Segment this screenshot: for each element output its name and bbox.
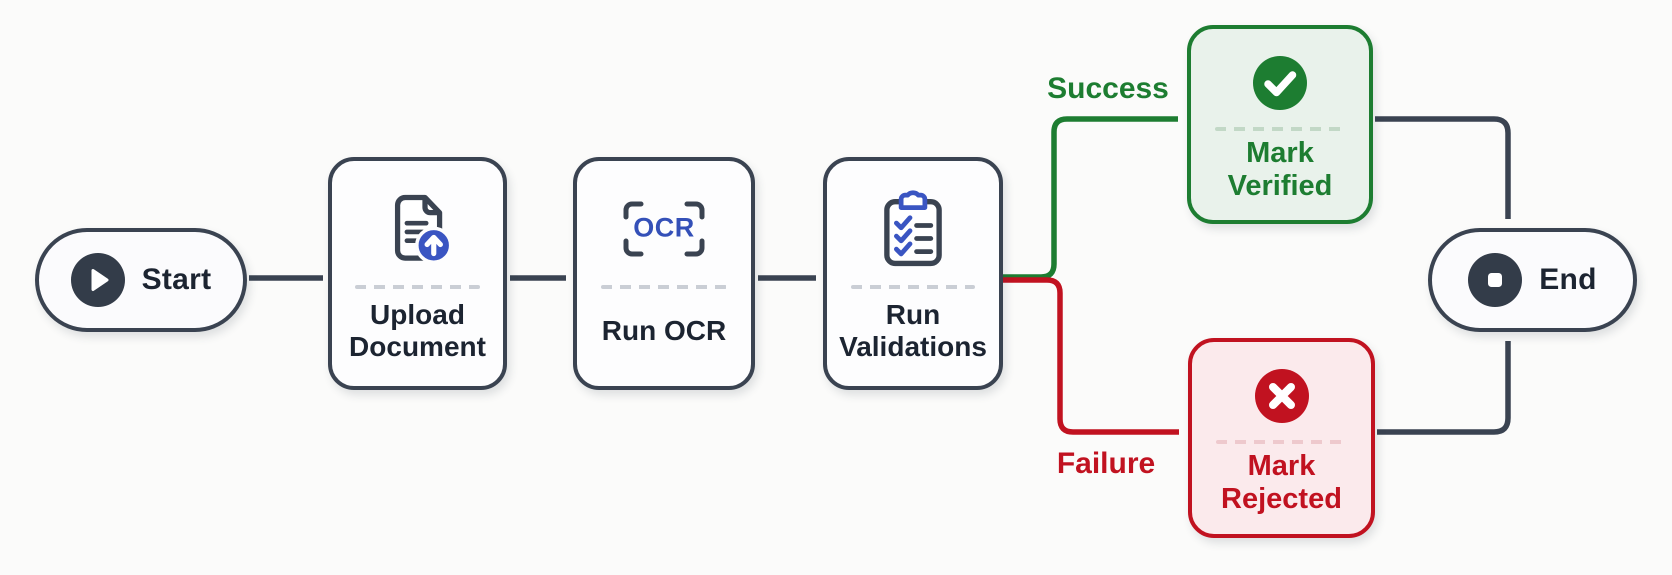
node-label: Run Validations (839, 298, 987, 362)
edge-validations-rejected (1003, 277, 1179, 435)
stop-icon (1468, 253, 1523, 307)
node-label: Mark Verified (1227, 136, 1333, 202)
edge-label-failure: Failure (1056, 447, 1156, 480)
node-mark-rejected: Mark Rejected (1188, 338, 1375, 538)
node-end: End (1428, 228, 1637, 332)
divider (1216, 440, 1347, 444)
node-start: Start (35, 228, 247, 332)
divider (850, 285, 976, 289)
document-upload-icon (376, 181, 460, 277)
play-icon (70, 253, 125, 307)
node-run-validations: Run Validations (823, 157, 1003, 390)
edge-verified-end (1375, 116, 1511, 219)
checklist-clipboard-icon (875, 181, 951, 277)
edge-label-success: Success (1047, 72, 1169, 105)
node-label: Start (141, 263, 212, 296)
node-label: Run OCR (601, 314, 727, 346)
check-circle-icon (1251, 47, 1309, 119)
node-run-ocr: OCR Run OCR (573, 157, 755, 390)
node-mark-verified: Mark Verified (1187, 25, 1373, 224)
ocr-icon-text: OCR (633, 212, 695, 243)
x-circle-icon (1253, 360, 1311, 432)
node-label: Upload Document (349, 298, 486, 362)
divider (1215, 127, 1345, 131)
edge-rejected-end (1377, 341, 1511, 435)
divider (600, 285, 728, 289)
divider (355, 285, 480, 289)
ocr-scan-icon: OCR (616, 181, 712, 277)
node-label: Mark Rejected (1221, 450, 1342, 515)
edge-validations-verified (1003, 116, 1178, 280)
node-label: End (1539, 263, 1597, 296)
node-upload-document: Upload Document (328, 157, 507, 390)
